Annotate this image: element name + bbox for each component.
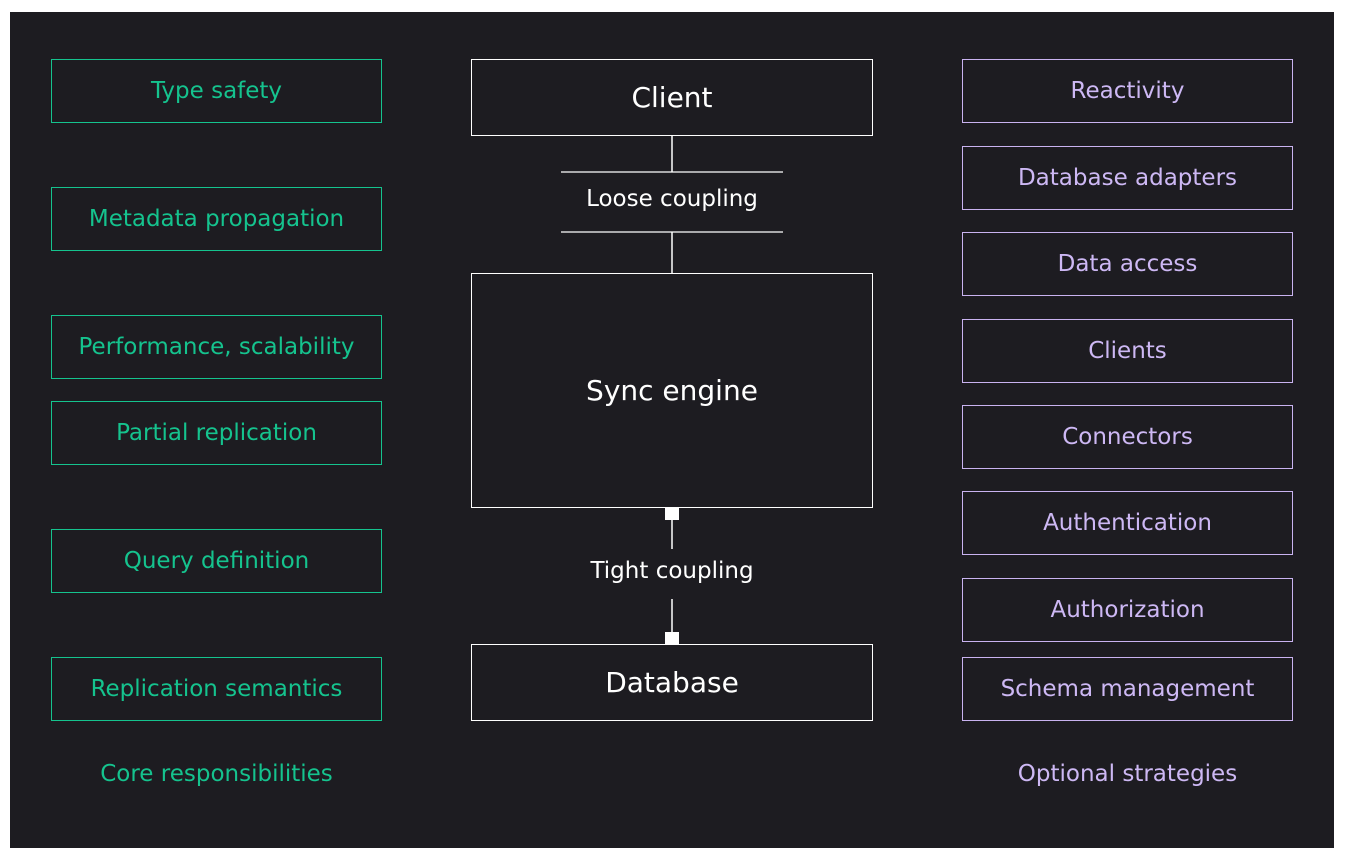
database-port <box>665 632 679 644</box>
core-item-type-safety: Type safety <box>51 59 382 123</box>
optional-item-reactivity: Reactivity <box>962 59 1293 123</box>
optional-item-authentication: Authentication <box>962 491 1293 555</box>
optional-item-data-access: Data access <box>962 232 1293 296</box>
sync-engine-port <box>665 508 679 520</box>
diagram-canvas: Type safety Metadata propagation Perform… <box>10 12 1334 848</box>
optional-item-database-adapters: Database adapters <box>962 146 1293 210</box>
core-item-metadata-propagation: Metadata propagation <box>51 187 382 251</box>
core-item-partial-replication: Partial replication <box>51 401 382 465</box>
core-item-query-definition: Query definition <box>51 529 382 593</box>
optional-item-schema-management: Schema management <box>962 657 1293 721</box>
client-box: Client <box>471 59 873 136</box>
core-responsibilities-caption: Core responsibilities <box>100 761 333 787</box>
optional-item-authorization: Authorization <box>962 578 1293 642</box>
optional-item-clients: Clients <box>962 319 1293 383</box>
database-box: Database <box>471 644 873 721</box>
core-item-performance-scalability: Performance, scalability <box>51 315 382 379</box>
optional-item-connectors: Connectors <box>962 405 1293 469</box>
optional-strategies-caption: Optional strategies <box>1017 761 1238 787</box>
core-item-replication-semantics: Replication semantics <box>51 657 382 721</box>
sync-engine-box: Sync engine <box>471 273 873 508</box>
tight-coupling-label: Tight coupling <box>590 558 754 584</box>
loose-coupling-label: Loose coupling <box>586 186 758 212</box>
